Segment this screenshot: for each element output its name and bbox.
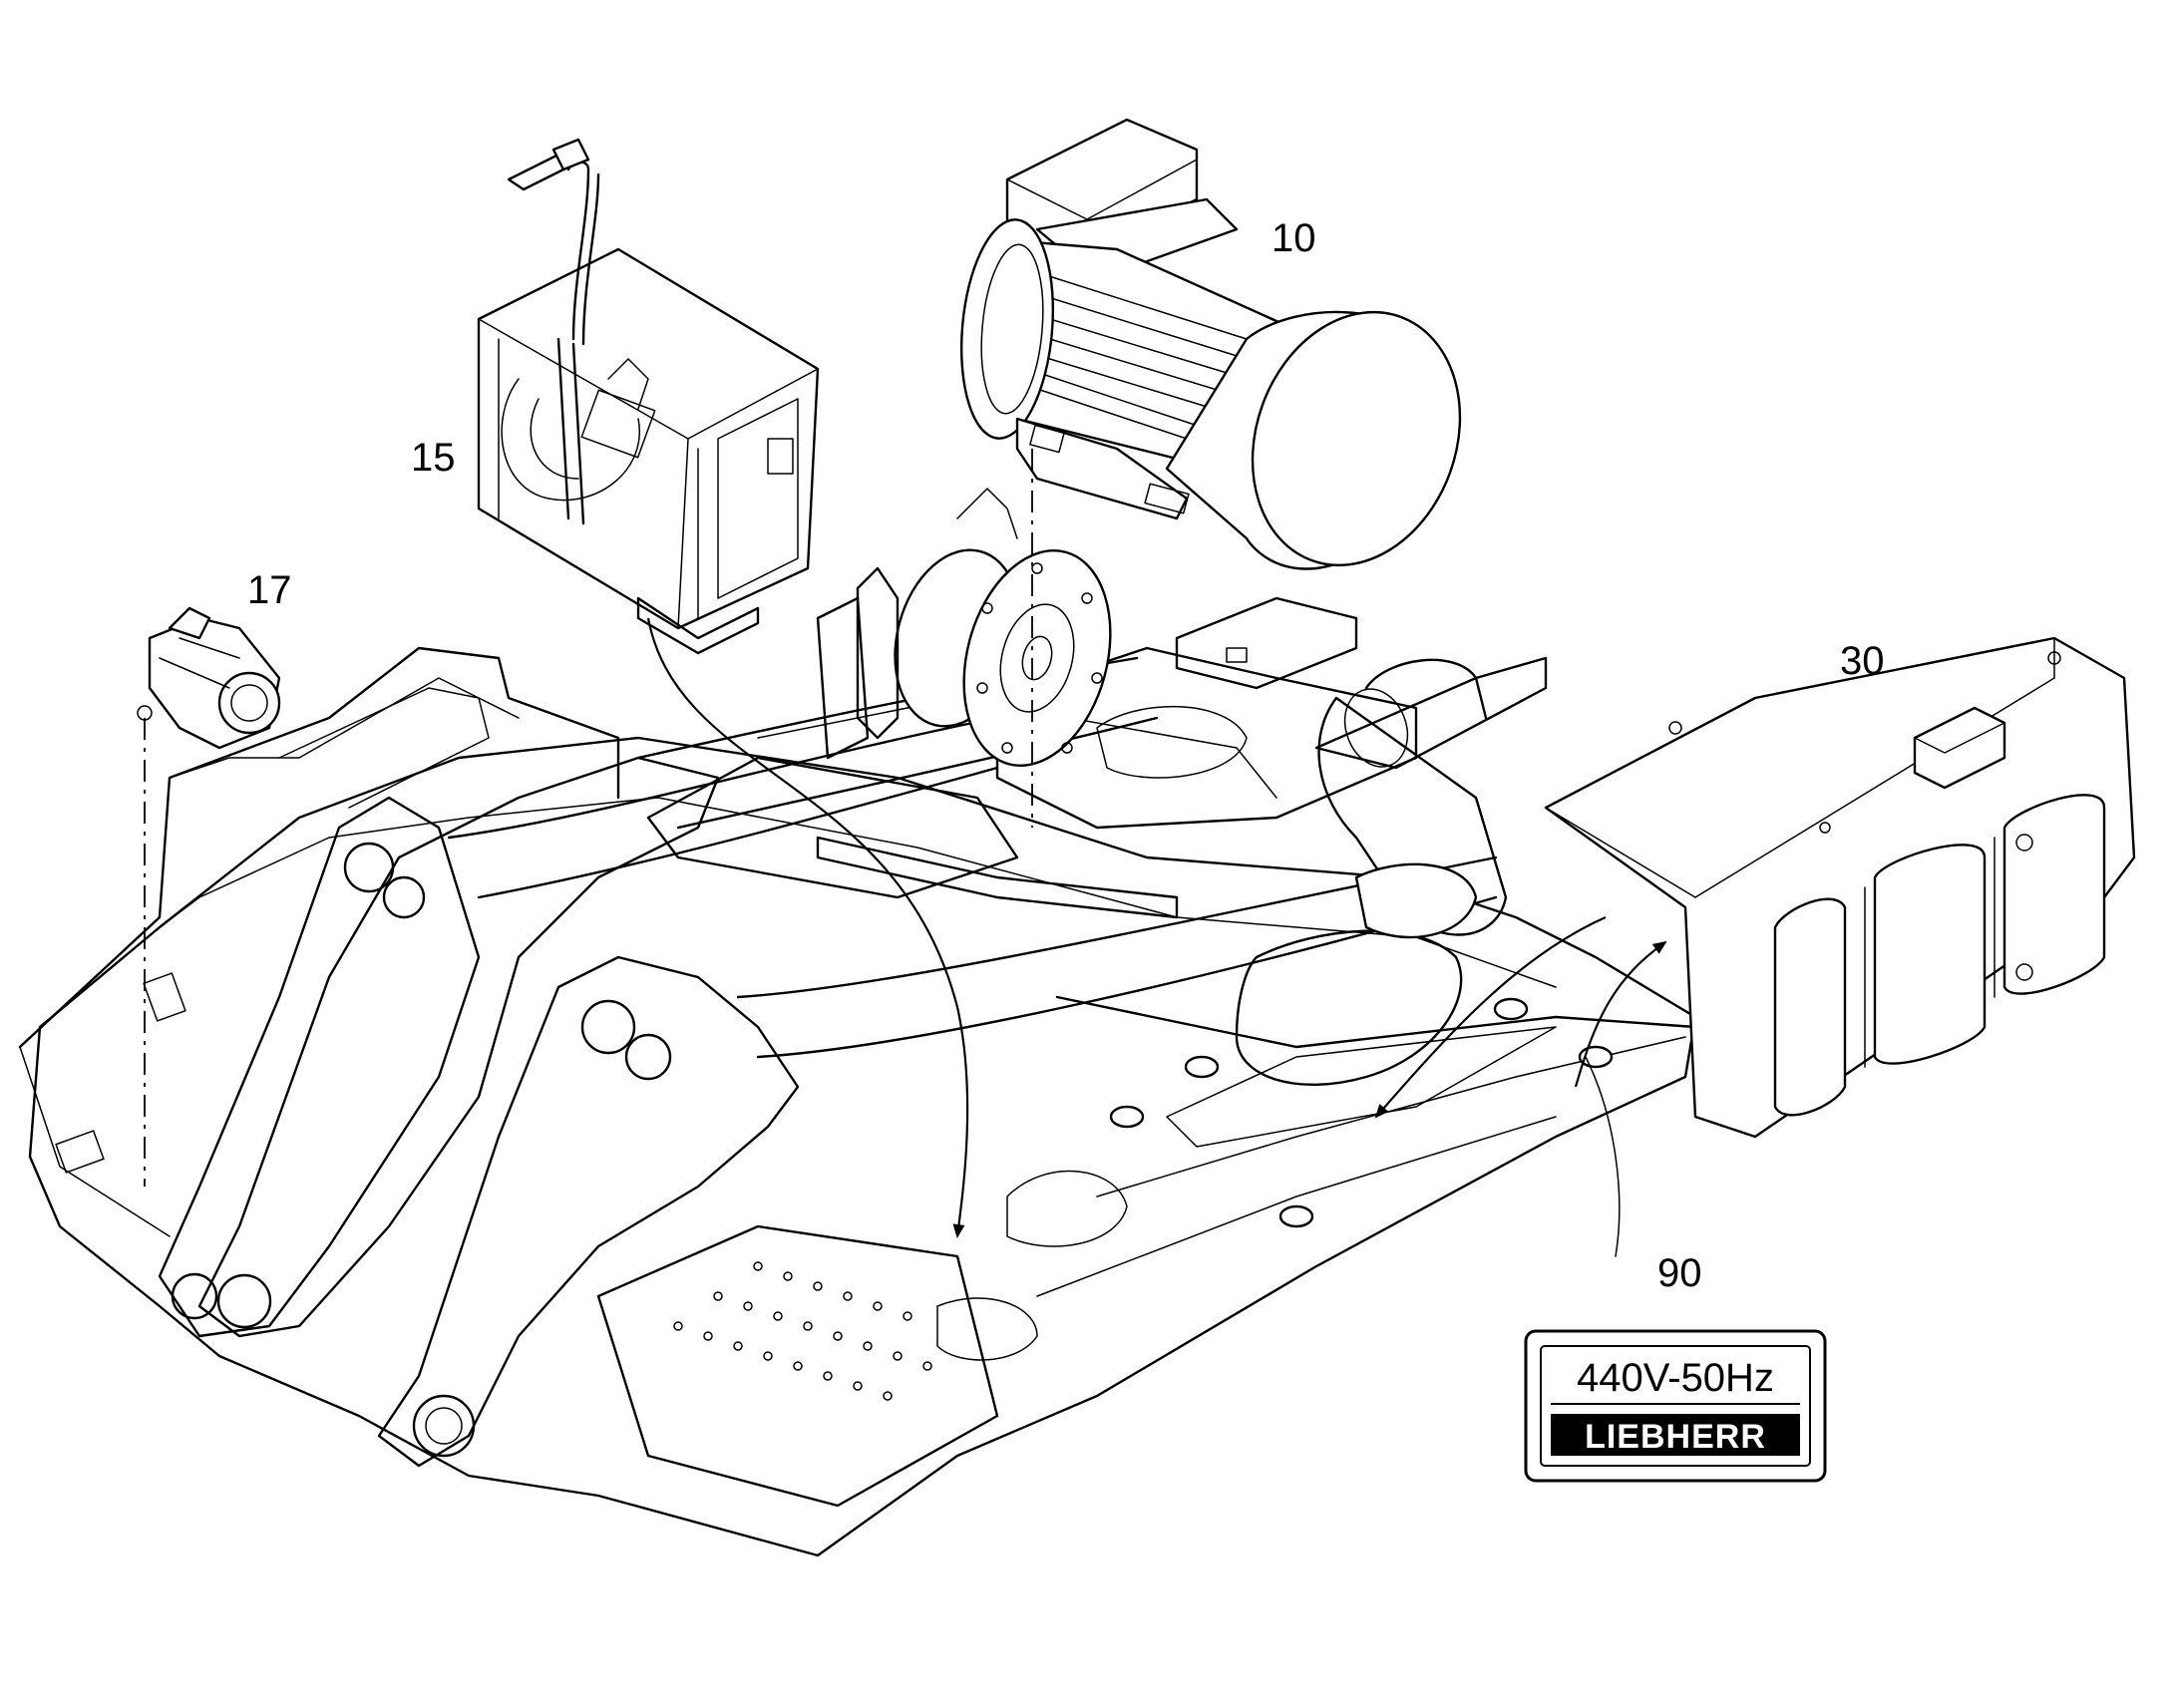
mounting-pads: [1109, 997, 1614, 1228]
electric-motor: [959, 118, 1462, 570]
plate-voltage: 440V-50Hz: [1577, 1356, 1774, 1400]
plate-brand-logo: LIEBHERR: [1585, 1418, 1766, 1456]
small-module: [137, 606, 281, 750]
electrical-cabinet: [1544, 636, 2136, 1139]
control-box: [477, 138, 820, 655]
manifold-assembly: [1314, 656, 1548, 939]
callout-30: 30: [1840, 639, 1885, 683]
plate-brand-band: [1551, 1414, 1800, 1456]
deck-holes: [673, 1261, 932, 1401]
left-side-structure: [18, 646, 620, 1237]
callout-15: 15: [411, 436, 456, 480]
main-frame: [28, 736, 1697, 1557]
callout-90: 90: [1657, 1251, 1702, 1295]
assembly-arrows: [646, 617, 1667, 1257]
coupling-assembly: [816, 488, 1112, 767]
callouts: 10 15 17 30 90: [247, 216, 1885, 1295]
rating-plate: 440V-50Hz LIEBHERR: [1524, 1329, 1827, 1483]
callout-17: 17: [247, 568, 292, 612]
boom-support-arms: [158, 656, 1498, 1468]
callout-10: 10: [1272, 216, 1316, 260]
assembly-lines: [144, 449, 1033, 1187]
